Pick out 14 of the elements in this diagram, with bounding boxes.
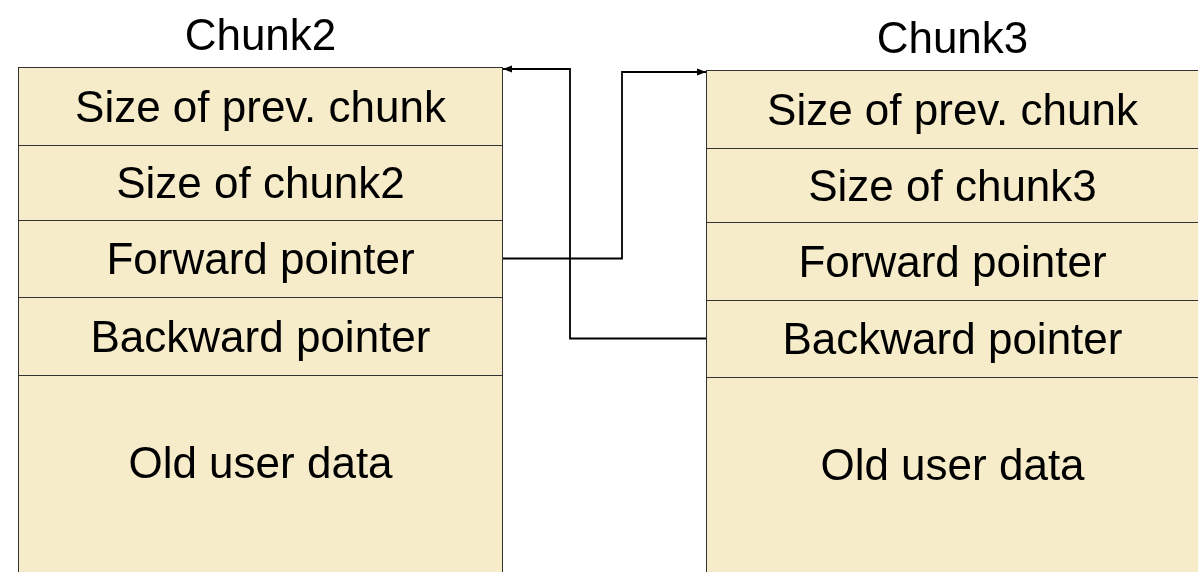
field-label: Size of chunk3: [808, 160, 1097, 211]
chunk-title: Chunk2: [183, 9, 338, 61]
field-label: Size of prev. chunk: [767, 84, 1138, 135]
field-label: Old user data: [820, 440, 1085, 490]
field-label: Size of chunk2: [116, 158, 405, 208]
chunk-title: Chunk3: [875, 12, 1030, 64]
field-label: Old user data: [128, 438, 393, 488]
field-label: Forward pointer: [798, 236, 1107, 287]
field-label: Backward pointer: [90, 311, 431, 362]
field-label: Forward pointer: [106, 234, 415, 284]
pointer-arrow: [502, 65, 707, 340]
pointer-arrow: [502, 68, 707, 260]
field-label: Size of prev. chunk: [75, 81, 446, 132]
field-label: Backward pointer: [782, 314, 1123, 364]
